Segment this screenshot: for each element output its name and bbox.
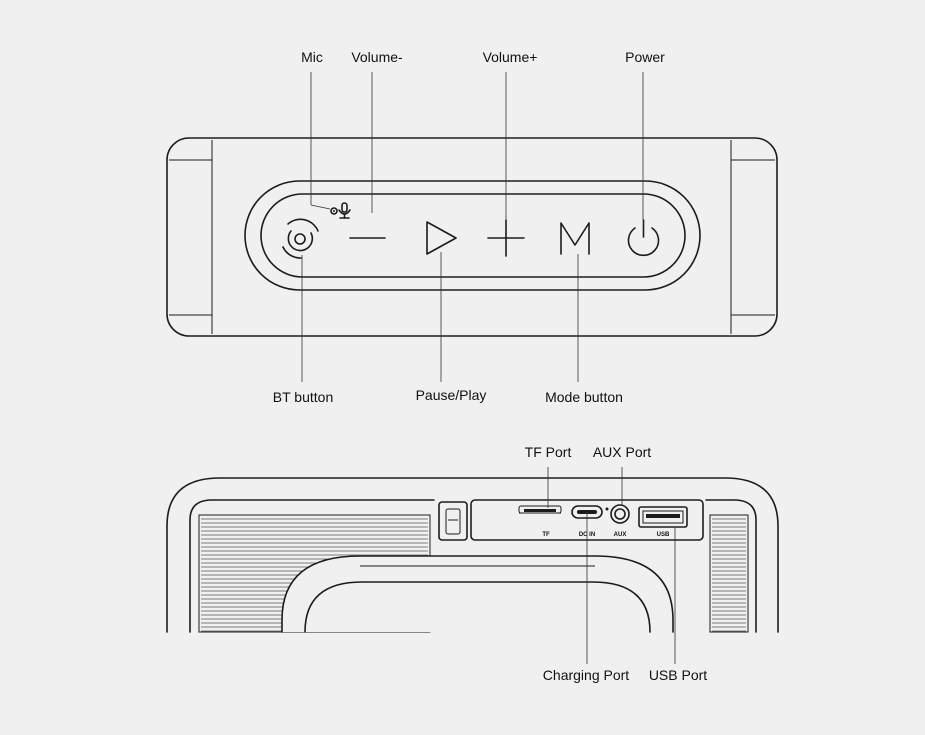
label-mic: Mic bbox=[301, 49, 323, 65]
mode-m-icon[interactable] bbox=[560, 222, 590, 255]
mic-icon bbox=[330, 202, 351, 219]
label-usb-port: USB Port bbox=[648, 667, 708, 683]
label-mode-button: Mode button bbox=[545, 389, 623, 405]
label-volume-up: Volume+ bbox=[482, 49, 538, 65]
plus-icon[interactable] bbox=[487, 219, 525, 257]
back-housing-inner-left bbox=[189, 499, 435, 633]
play-icon[interactable] bbox=[426, 221, 457, 255]
label-volume-down: Volume- bbox=[351, 49, 403, 65]
aux-marking: AUX bbox=[614, 532, 627, 538]
label-tf-port: TF Port bbox=[524, 444, 572, 460]
label-power: Power bbox=[625, 49, 665, 65]
button-panel-outer bbox=[244, 180, 701, 291]
back-housing-outline bbox=[166, 477, 779, 633]
handle-outer bbox=[281, 555, 674, 633]
label-charging-port: Charging Port bbox=[542, 667, 630, 683]
usb-port-connector[interactable] bbox=[638, 506, 688, 528]
label-bt-button: BT button bbox=[272, 389, 334, 405]
slide-switch-track bbox=[445, 508, 461, 535]
label-aux-port: AUX Port bbox=[592, 444, 652, 460]
mic-leader-line bbox=[310, 204, 331, 210]
grille-frame-right bbox=[709, 514, 749, 633]
back-housing-inner-right bbox=[705, 499, 757, 633]
speaker-back-view: TF DC IN AUX USB bbox=[166, 467, 779, 664]
power-icon[interactable] bbox=[627, 219, 660, 257]
tf-card-slot[interactable] bbox=[518, 505, 562, 514]
button-panel-inner bbox=[260, 193, 686, 278]
speaker-grille-right bbox=[712, 518, 746, 632]
aux-jack[interactable] bbox=[610, 504, 630, 524]
label-pause-play: Pause/Play bbox=[415, 387, 487, 403]
usb-marking: USB bbox=[657, 532, 670, 538]
tf-port-marking: TF bbox=[542, 532, 550, 538]
top-housing-outline bbox=[166, 137, 778, 337]
handle-inner bbox=[304, 581, 651, 633]
bluetooth-icon[interactable] bbox=[282, 218, 319, 259]
speaker-top-view bbox=[166, 72, 778, 382]
